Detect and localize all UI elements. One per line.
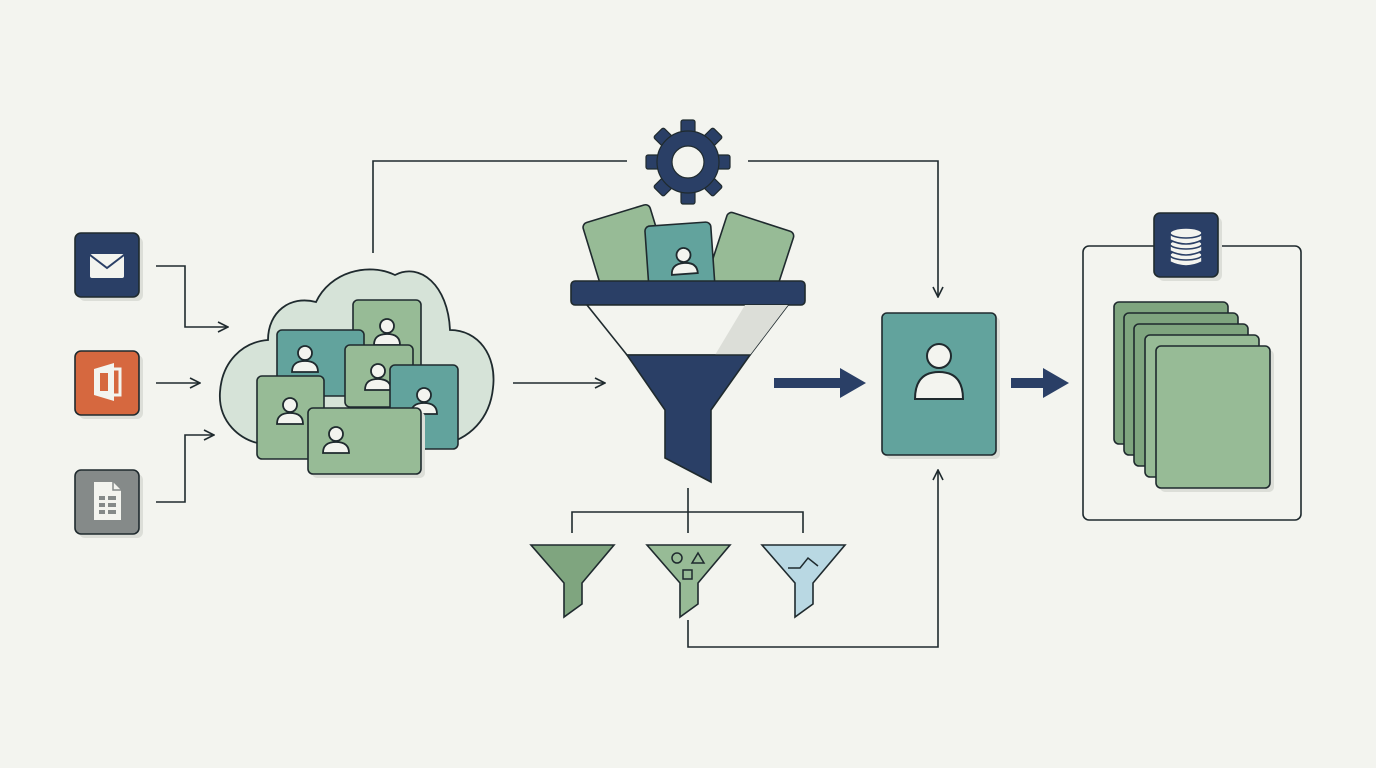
consolidated-profile-card xyxy=(881,312,1000,459)
gear-icon xyxy=(645,119,731,205)
profile-cards-stack xyxy=(256,299,459,478)
trend-funnel-icon xyxy=(760,544,847,619)
cloud-to-gear-connector xyxy=(372,160,627,253)
envelope-icon xyxy=(89,254,125,278)
connectors xyxy=(156,160,938,648)
funnel-body-dark xyxy=(625,354,752,484)
spreadsheet-icon xyxy=(94,482,121,520)
funnel-to-filters-connector xyxy=(571,488,804,533)
email-to-cloud-connector xyxy=(156,265,228,327)
funnel-icon xyxy=(529,544,616,619)
database-badge xyxy=(1153,212,1222,281)
gear-to-profile-connector xyxy=(748,160,938,297)
database-icon xyxy=(1169,227,1203,267)
stacked-records xyxy=(1113,301,1274,492)
email-source xyxy=(74,232,143,301)
bold-arrows xyxy=(774,368,1069,398)
office-document-icon xyxy=(94,363,122,401)
user-profile-icon xyxy=(913,343,965,400)
spreadsheet-source xyxy=(74,469,143,538)
filter-funnel-shapes xyxy=(645,544,732,619)
profile-storage-panel xyxy=(1082,212,1302,521)
filters-to-profile-connector xyxy=(687,470,938,648)
profile-to-storage-arrow xyxy=(1011,368,1069,398)
cloud-data-lake xyxy=(219,268,495,478)
funnel-to-profile-arrow xyxy=(774,368,866,398)
filter-funnel-basic xyxy=(529,544,616,619)
main-funnel xyxy=(570,203,806,484)
office-source xyxy=(74,350,143,419)
funnel-rim xyxy=(570,280,806,306)
sheet-to-cloud-connector xyxy=(156,435,214,503)
filter-funnel-trend xyxy=(760,544,847,619)
shapes-funnel-icon xyxy=(645,544,732,619)
funnel-shade xyxy=(715,305,788,355)
